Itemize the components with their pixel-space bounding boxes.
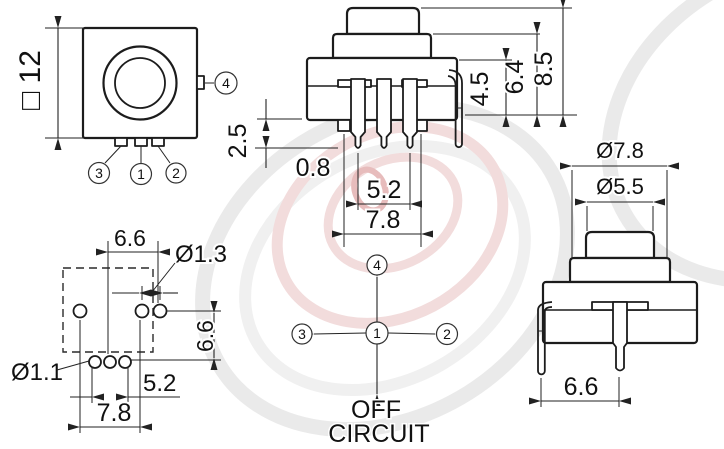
dim-label-6-6-bottom: 6.6 xyxy=(564,373,599,401)
terminal-pin xyxy=(612,301,628,372)
button-cap-inner-circle xyxy=(114,57,166,109)
circuit-pin3-number: 3 xyxy=(298,326,306,342)
pin4-balloon xyxy=(214,71,238,95)
dim-label-8-5: 8.5 xyxy=(530,52,558,87)
dim-label-6-6-right: 6.6 xyxy=(192,320,218,352)
pin2-number: 2 xyxy=(172,165,180,181)
dim-label-4-5: 4.5 xyxy=(466,72,494,107)
circuit-line-to-3 xyxy=(301,330,367,338)
dim-label-cap-outer: Ø7.8 xyxy=(596,138,644,163)
circuit-pin1-number: 1 xyxy=(373,325,381,341)
side-view: 2.5 0.8 5.2 7.8 4.5 6.4 8.5 xyxy=(222,0,577,247)
mounting-hole-large xyxy=(72,303,88,319)
plunger-top xyxy=(584,230,656,260)
pin1-balloon xyxy=(129,162,153,186)
dim-label-cap-inner: Ø5.5 xyxy=(596,174,644,199)
leader-line xyxy=(151,262,176,293)
bent-side-terminal xyxy=(447,69,463,149)
pin-hole-small xyxy=(88,355,102,369)
circuit-pin2-balloon xyxy=(435,322,459,346)
pin-hole-small xyxy=(103,355,117,369)
dim-label-5-2: 5.2 xyxy=(367,176,402,204)
plunger-step xyxy=(331,32,433,60)
dim-label-0-8: 0.8 xyxy=(296,154,331,182)
front-view: □ 12 4 3 1 2 xyxy=(12,15,238,186)
dim-label-5-2-pcb: 5.2 xyxy=(143,370,176,397)
leader-line xyxy=(56,360,90,371)
side-terminal-tab xyxy=(196,75,205,90)
leader-line xyxy=(157,145,171,164)
mounting-hole-large xyxy=(152,303,168,319)
dim-label-hole-1-1: Ø1.1 xyxy=(11,359,63,386)
mounting-boss xyxy=(337,119,351,132)
terminal-pin-3 xyxy=(402,78,418,149)
plunger-step xyxy=(568,256,672,284)
logo-watermark xyxy=(195,0,724,438)
mounting-hole-large xyxy=(134,303,150,319)
circuit-title-label: CIRCUIT xyxy=(328,420,429,448)
circuit-pin2-number: 2 xyxy=(443,326,451,342)
terminal-tab-2 xyxy=(151,137,165,147)
plunger-top xyxy=(345,6,421,36)
pin3-balloon xyxy=(87,161,111,185)
leader-line xyxy=(104,145,122,164)
pcb-layout-view: 6.6 Ø1.3 6.6 Ø1.1 5.2 7.8 xyxy=(9,223,229,433)
circuit-diagram: 4 1 3 2 OFF CIRCUIT xyxy=(291,254,459,449)
pin3-number: 3 xyxy=(95,165,103,181)
dim-label-7-8-pcb: 7.8 xyxy=(97,399,132,427)
terminal-pin-1 xyxy=(350,78,366,149)
circuit-pin3-balloon xyxy=(291,323,313,345)
button-view: Ø7.8 Ø5.5 6.6 xyxy=(529,136,699,407)
dim-label-7-8: 7.8 xyxy=(366,206,401,234)
pin4-number: 4 xyxy=(222,75,230,91)
terminal-pin-2 xyxy=(376,78,392,149)
terminal-tab-3 xyxy=(114,137,128,147)
dim-label-square-12: □ 12 xyxy=(14,50,47,110)
dim-label-hole-1-3: Ø1.3 xyxy=(175,241,227,268)
terminal-tab-1 xyxy=(134,137,148,147)
circuit-state-label: OFF xyxy=(351,396,401,424)
circuit-pin4-number: 4 xyxy=(373,257,381,273)
pin-hole-small xyxy=(118,355,132,369)
dim-label-2-5: 2.5 xyxy=(224,124,252,159)
circuit-line-to-2 xyxy=(387,330,448,338)
circuit-pin1-balloon xyxy=(365,321,389,345)
pin1-number: 1 xyxy=(137,166,145,182)
dim-label-6-4: 6.4 xyxy=(501,60,529,95)
circuit-pin4-balloon xyxy=(366,254,388,276)
pin2-balloon xyxy=(165,162,187,184)
dim-label-6-6-top: 6.6 xyxy=(114,225,146,251)
bent-side-terminal xyxy=(537,301,553,376)
